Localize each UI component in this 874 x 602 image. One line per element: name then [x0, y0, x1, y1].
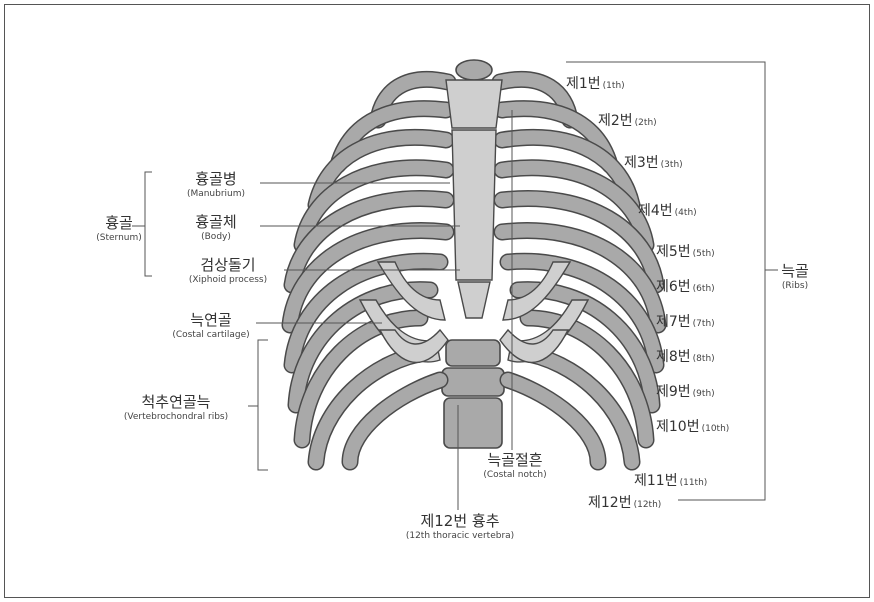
ribs-label-ko: 늑골: [775, 264, 815, 279]
rib-11-ko: 제11번: [634, 473, 678, 489]
thoracic-vertebra-label-en: (12th thoracic vertebra): [390, 532, 530, 541]
vertebrochondral-label: 척추연골늑 (Vertebrochondral ribs): [106, 395, 246, 422]
costal-cartilage-label-ko: 늑연골: [168, 313, 254, 328]
rib-6-ko: 제6번: [656, 279, 691, 295]
thoracic-vertebra-label: 제12번 흉추 (12th thoracic vertebra): [390, 514, 530, 541]
sternum-label-ko: 흉골: [90, 216, 148, 231]
rib-1-en: (1th): [603, 81, 625, 91]
sternum-label-en: (Sternum): [90, 234, 148, 243]
rib-4-en: (4th): [675, 208, 697, 218]
rib-7-ko: 제7번: [656, 314, 691, 330]
costal-cartilage-label: 늑연골 (Costal cartilage): [168, 313, 254, 340]
vertebrochondral-label-en: (Vertebrochondral ribs): [106, 413, 246, 422]
manubrium-label: 흉골병 (Manubrium): [176, 172, 256, 199]
rib-12-ko: 제12번: [588, 495, 632, 511]
costal-notch-label: 늑골절흔 (Costal notch): [470, 453, 560, 480]
rib-3-label: 제3번(3th): [624, 152, 683, 172]
sternum-label: 흉골 (Sternum): [90, 216, 148, 243]
body-label-en: (Body): [176, 233, 256, 242]
xiphoid-label: 검상돌기 (Xiphoid process): [176, 258, 280, 285]
vertebral-column: [442, 340, 504, 448]
rib-10-label: 제10번(10th): [656, 416, 729, 436]
rib-10-en: (10th): [702, 424, 730, 434]
costal-cartilage-label-en: (Costal cartilage): [168, 331, 254, 340]
vertebrochondral-label-ko: 척추연골늑: [106, 395, 246, 410]
xiphoid-label-en: (Xiphoid process): [176, 276, 280, 285]
rib-7-en: (7th): [693, 319, 715, 329]
thoracic-vertebra-label-ko: 제12번 흉추: [390, 514, 530, 529]
rib-8-en: (8th): [693, 354, 715, 364]
rib-11-label: 제11번(11th): [634, 470, 707, 490]
rib-3-en: (3th): [661, 160, 683, 170]
costal-notch-label-en: (Costal notch): [470, 471, 560, 480]
rib-6-en: (6th): [693, 284, 715, 294]
rib-6-label: 제6번(6th): [656, 276, 715, 296]
rib-2-label: 제2번(2th): [598, 110, 657, 130]
rib-9-ko: 제9번: [656, 384, 691, 400]
rib-5-en: (5th): [693, 249, 715, 259]
rib-2-en: (2th): [635, 118, 657, 128]
rib-8-ko: 제8번: [656, 349, 691, 365]
left-ribs: [290, 79, 448, 462]
sternum: [446, 60, 502, 318]
ribs-label: 늑골 (Ribs): [775, 264, 815, 291]
rib-5-ko: 제5번: [656, 244, 691, 260]
rib-8-label: 제8번(8th): [656, 346, 715, 366]
xiphoid-label-ko: 검상돌기: [176, 258, 280, 273]
rib-7-label: 제7번(7th): [656, 311, 715, 331]
rib-3-ko: 제3번: [624, 155, 659, 171]
rib-9-en: (9th): [693, 389, 715, 399]
rib-4-ko: 제4번: [638, 203, 673, 219]
manubrium-label-en: (Manubrium): [176, 190, 256, 199]
rib-2-ko: 제2번: [598, 113, 633, 129]
rib-9-label: 제9번(9th): [656, 381, 715, 401]
rib-1-label: 제1번(1th): [566, 73, 625, 93]
right-ribs: [500, 79, 658, 462]
body-label-ko: 흉골체: [176, 215, 256, 230]
rib-12-en: (12th): [634, 500, 662, 510]
rib-10-ko: 제10번: [656, 419, 700, 435]
body-label: 흉골체 (Body): [176, 215, 256, 242]
rib-5-label: 제5번(5th): [656, 241, 715, 261]
costal-notch-label-ko: 늑골절흔: [470, 453, 560, 468]
rib-12-label: 제12번(12th): [588, 492, 661, 512]
rib-4-label: 제4번(4th): [638, 200, 697, 220]
rib-1-ko: 제1번: [566, 76, 601, 92]
rib-11-en: (11th): [680, 478, 708, 488]
manubrium-label-ko: 흉골병: [176, 172, 256, 187]
ribs-label-en: (Ribs): [775, 282, 815, 291]
